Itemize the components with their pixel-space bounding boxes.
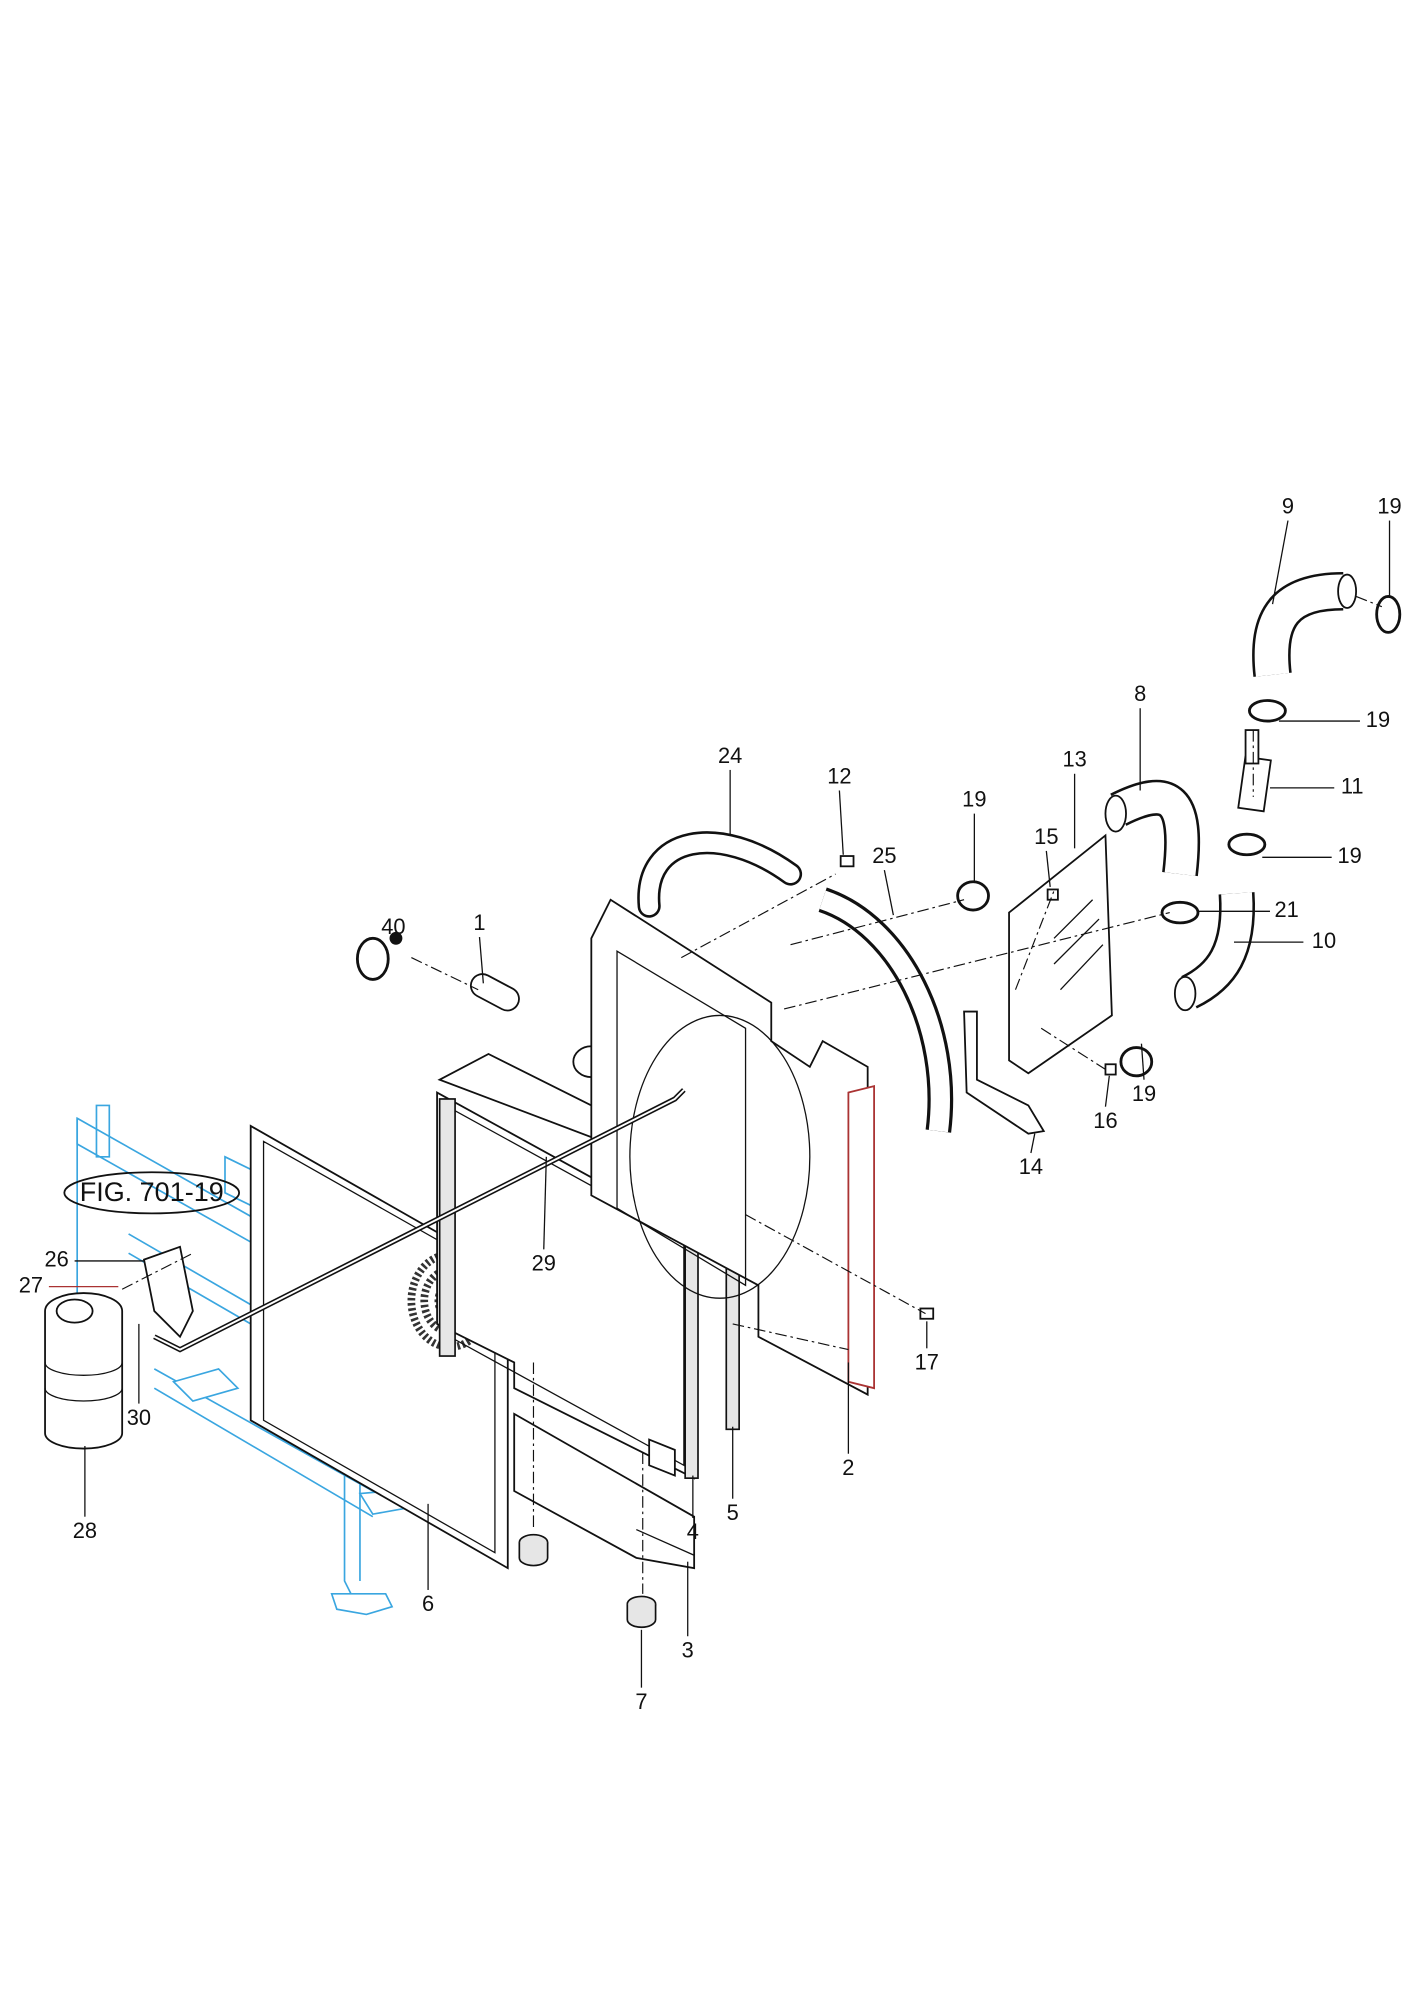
callout-6[interactable]: 6 bbox=[422, 1591, 434, 1616]
callout-8[interactable]: 8 bbox=[1134, 681, 1146, 706]
hose-11 bbox=[1237, 729, 1272, 813]
callout-15[interactable]: 15 bbox=[1034, 824, 1058, 849]
figure-reference-label[interactable]: FIG. 701-19 bbox=[80, 1177, 224, 1207]
callout-19[interactable]: 19 bbox=[1338, 843, 1362, 868]
callout-7[interactable]: 7 bbox=[635, 1689, 647, 1714]
callout-3[interactable]: 3 bbox=[682, 1637, 694, 1662]
callout-21[interactable]: 21 bbox=[1275, 897, 1299, 922]
hose-9 bbox=[1252, 571, 1357, 677]
ac-pipe bbox=[153, 1088, 686, 1353]
bolts bbox=[839, 855, 1117, 1320]
callout-12[interactable]: 12 bbox=[827, 763, 851, 788]
callout-2[interactable]: 2 bbox=[842, 1455, 854, 1480]
callout-40[interactable]: 40 bbox=[381, 914, 405, 939]
figure-reference-link[interactable]: FIG. 701-19 bbox=[63, 1171, 241, 1215]
guard-plate bbox=[1008, 833, 1113, 1075]
callout-9[interactable]: 9 bbox=[1282, 493, 1294, 518]
assembly-lines bbox=[121, 595, 1383, 1594]
hose-clamps bbox=[956, 594, 1402, 1078]
callout-1[interactable]: 1 bbox=[473, 910, 485, 935]
callout-10[interactable]: 10 bbox=[1312, 928, 1336, 953]
callout-17[interactable]: 17 bbox=[915, 1350, 939, 1375]
rubber-mount-upper bbox=[518, 1533, 549, 1567]
callout-13[interactable]: 13 bbox=[1062, 747, 1086, 772]
hose-25 bbox=[818, 887, 954, 1133]
callout-19[interactable]: 19 bbox=[1366, 707, 1390, 732]
hose-8 bbox=[1104, 779, 1201, 877]
leader-lines bbox=[48, 520, 1391, 1688]
callout-14[interactable]: 14 bbox=[1019, 1154, 1043, 1179]
bracket bbox=[963, 1010, 1046, 1135]
callout-29[interactable]: 29 bbox=[532, 1251, 556, 1276]
fan-shroud bbox=[590, 898, 875, 1397]
callout-25[interactable]: 25 bbox=[872, 843, 896, 868]
callout-27[interactable]: 27 bbox=[19, 1272, 43, 1297]
callout-28[interactable]: 28 bbox=[73, 1518, 97, 1543]
callout-19[interactable]: 19 bbox=[1377, 493, 1401, 518]
callout-24[interactable]: 24 bbox=[718, 743, 742, 768]
callout-5[interactable]: 5 bbox=[727, 1500, 739, 1525]
callout-30[interactable]: 30 bbox=[127, 1405, 151, 1430]
callouts: 1 2 3 4 5 6 7 8 9 10 11 12 13 14 15 16 1… bbox=[19, 493, 1402, 1713]
hose-24 bbox=[637, 831, 803, 918]
callout-26[interactable]: 26 bbox=[44, 1247, 68, 1272]
callout-16[interactable]: 16 bbox=[1093, 1108, 1117, 1133]
callout-19[interactable]: 19 bbox=[1132, 1081, 1156, 1106]
support-rail bbox=[513, 1412, 696, 1570]
receiver-dryer bbox=[44, 1292, 124, 1450]
callout-11[interactable]: 11 bbox=[1341, 774, 1364, 799]
callout-19[interactable]: 19 bbox=[962, 787, 986, 812]
rubber-mount-lower bbox=[626, 1595, 657, 1629]
callout-4[interactable]: 4 bbox=[687, 1519, 699, 1544]
dryer-bracket bbox=[142, 1245, 194, 1339]
